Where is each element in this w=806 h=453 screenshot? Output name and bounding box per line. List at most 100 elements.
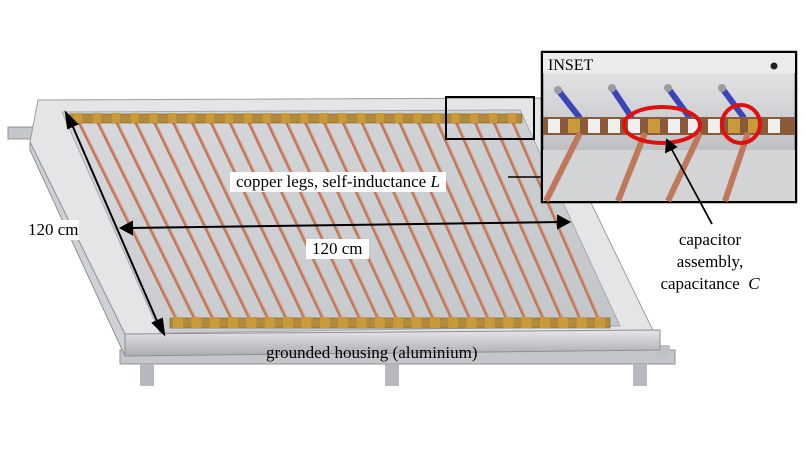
- inset-capacitor-block: [648, 119, 660, 133]
- capacitor-block-top: [92, 113, 101, 123]
- copper-leg: [453, 119, 547, 323]
- copper-leg: [321, 119, 418, 323]
- capacitor-block-bottom: [246, 317, 257, 328]
- inset-pipe-cap: [718, 84, 726, 92]
- copper-leg-highlight: [475, 119, 565, 323]
- copper-leg: [510, 119, 602, 323]
- copper-leg-highlight: [154, 119, 253, 323]
- inset-capacitor-block: [668, 119, 680, 133]
- copper-leg-highlight: [343, 119, 437, 323]
- capacitor-block-top: [357, 113, 366, 123]
- copper-leg: [378, 119, 474, 323]
- width-label-middle: 120 cm: [306, 239, 369, 259]
- capacitor-block-top: [432, 113, 441, 123]
- capacitor-strip-bottom: [169, 317, 611, 329]
- inset-title: INSET: [548, 57, 594, 74]
- capacitor-block-top: [319, 113, 328, 123]
- copper-leg-highlight: [267, 119, 364, 323]
- copper-leg: [340, 119, 437, 323]
- copper-leg-highlight: [229, 119, 327, 323]
- inset-copper-rod: [543, 131, 583, 203]
- capacitor-block-bottom: [283, 317, 294, 328]
- capacitor-block-bottom: [411, 317, 422, 328]
- capacitor-block-top: [111, 113, 120, 123]
- copper-leg-highlight: [192, 119, 290, 323]
- inset-capacitor-block: [708, 119, 720, 133]
- copper-leg: [170, 119, 272, 323]
- inset-pipe-cap: [608, 84, 616, 92]
- capacitor-block-bottom: [503, 317, 514, 328]
- copper-leg-highlight: [305, 119, 400, 323]
- copper-leg: [208, 119, 308, 323]
- capacitor-block-bottom: [484, 317, 495, 328]
- width-label-left: 120 cm: [28, 220, 79, 240]
- copper-leg: [265, 119, 363, 323]
- capacitor-block-top: [243, 113, 252, 123]
- copper-leg: [397, 119, 492, 323]
- capacitor-block-top: [451, 113, 460, 123]
- capacitor-block-top: [281, 113, 290, 123]
- copper-legs-text: copper legs, self-inductance: [236, 172, 427, 191]
- capacitance-symbol: C: [748, 274, 760, 293]
- inset-pipe-cap: [664, 84, 672, 92]
- copper-leg: [189, 119, 290, 323]
- capacitor-block-top: [206, 113, 215, 123]
- inset-capacitor-block: [748, 119, 760, 133]
- capacitor-block-top: [508, 113, 516, 123]
- inset-panel: [540, 50, 798, 204]
- capacitor-block-top: [375, 113, 384, 123]
- copper-leg-highlight: [210, 119, 308, 323]
- capacitor-block-bottom: [191, 317, 202, 328]
- copper-leg: [472, 119, 565, 323]
- capacitor-label: capacitor assembly, capacitance C: [640, 229, 780, 295]
- capacitor-block-top: [187, 113, 196, 123]
- copper-leg-highlight: [456, 119, 547, 323]
- capacitor-block-top: [300, 113, 309, 123]
- copper-leg: [491, 119, 584, 323]
- copper-leg-highlight: [97, 119, 198, 323]
- copper-leg-highlight: [78, 119, 180, 323]
- capacitor-block-top: [130, 113, 139, 123]
- capacitor-block-bottom: [521, 317, 532, 328]
- capacitor-block-top: [338, 113, 347, 123]
- capacitor-block-top: [413, 113, 422, 123]
- capacitor-label-line3: capacitance C: [640, 273, 780, 295]
- inset-copper-rod: [615, 131, 648, 203]
- inset-capacitor-block: [608, 119, 620, 133]
- copper-leg-highlight: [493, 119, 584, 323]
- capacitor-block-top: [74, 113, 82, 123]
- inset-capacitor-block: [548, 119, 560, 133]
- inset-pipe-cap: [554, 86, 562, 94]
- capacitor-label-line1: capacitor: [678, 230, 742, 249]
- copper-leg-highlight: [437, 119, 529, 323]
- copper-leg: [95, 119, 198, 323]
- copper-leg: [152, 119, 253, 323]
- capacitor-block-top: [489, 113, 498, 123]
- copper-leg: [359, 119, 455, 323]
- capacitor-block-bottom: [393, 317, 404, 328]
- inductance-symbol: L: [430, 172, 440, 191]
- inset-capacitor-block: [628, 119, 640, 133]
- inset-capacitor-block: [568, 119, 580, 133]
- copper-leg-highlight: [173, 119, 272, 323]
- capacitor-block-bottom: [228, 317, 239, 328]
- inset-copper-rod: [665, 131, 703, 203]
- capacitor-highlight-wide: [622, 105, 702, 145]
- inset-blue-pipe: [555, 88, 583, 120]
- capacitor-block-bottom: [595, 317, 605, 328]
- copper-leg: [302, 119, 400, 323]
- capacitor-highlight-single: [720, 103, 762, 145]
- capacitor-block-bottom: [264, 317, 275, 328]
- copper-legs: [76, 119, 602, 323]
- capacitor-block-top: [470, 113, 479, 123]
- capacitor-leader-arrow: [664, 138, 713, 225]
- copper-leg: [284, 119, 382, 323]
- copper-leg-highlight: [399, 119, 492, 323]
- inset-capacitor-block: [588, 119, 600, 133]
- capacitor-block-bottom: [558, 317, 569, 328]
- capacitance-text: capacitance: [660, 274, 740, 293]
- capacitor-block-bottom: [209, 317, 220, 328]
- copper-leg: [114, 119, 217, 323]
- capacitor-block-bottom: [539, 317, 550, 328]
